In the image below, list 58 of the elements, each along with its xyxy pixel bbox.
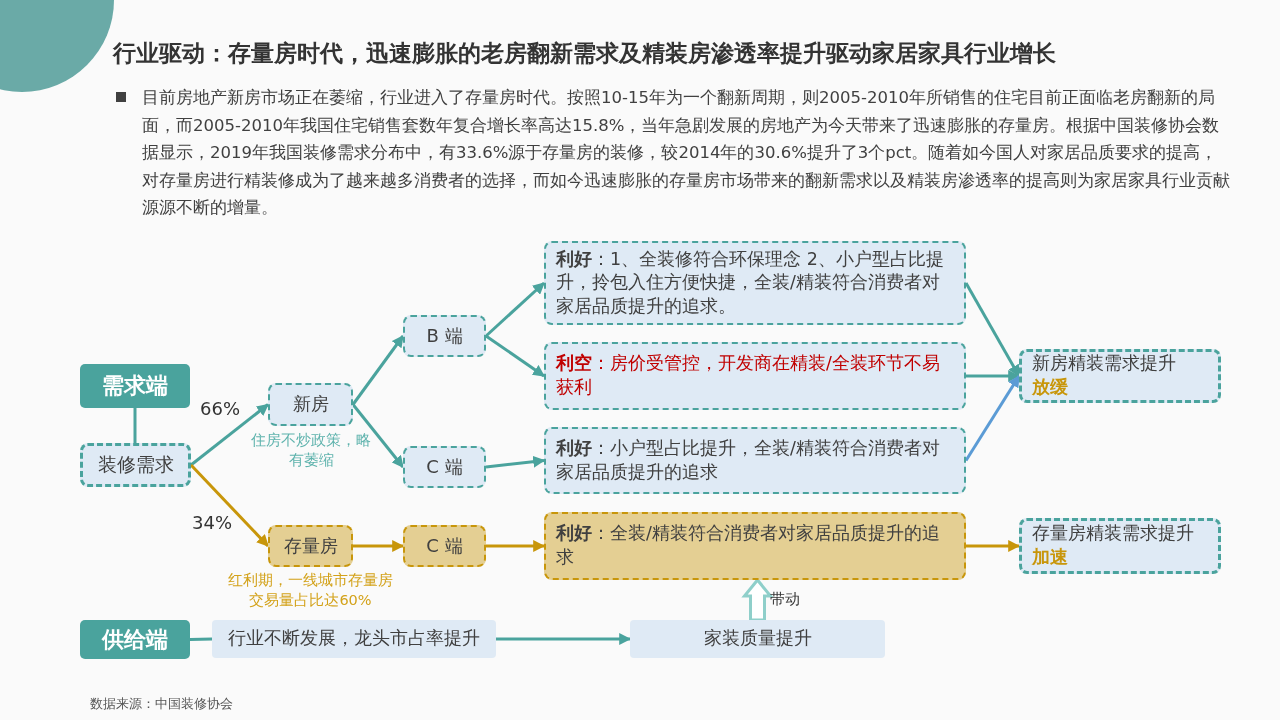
box-text: 新房	[291, 392, 330, 417]
process-box	[403, 446, 486, 488]
box-text: 装修需求	[96, 452, 175, 478]
text-box	[544, 427, 966, 494]
result-box	[1019, 349, 1221, 403]
box-text: 供给端	[100, 625, 169, 654]
side-tag	[80, 620, 190, 659]
status-text: 加速	[1032, 546, 1069, 569]
arrow	[964, 375, 1021, 462]
status-text: 放缓	[1032, 376, 1069, 399]
arrow	[190, 403, 269, 467]
box-text: 家装质量提升	[702, 627, 813, 651]
result-box	[1019, 518, 1221, 574]
connector-line	[189, 637, 213, 641]
process-box	[630, 620, 885, 658]
body-paragraph: 目前房地产新房市场正在萎缩，行业进入了存量房时代。按照10-15年为一个翻新周期，则2005-2010年所销售的住宅目前正面临老房翻新的局面，而2005-2010年我国住宅销售套数年复合增长率高达15.8%，当年急剧发展的房地产为今天带来了迅速膨胀的存量房。根据中国装修协会数据显示，2019年我国装修需求分布中，有33.6%源于存量房的装修，较2014年的30.6%提升了3个pct。随着如今国人对家居品质要求的提高，对存量房进行精装修成为了越来越多消费者的选择，而如今迅速膨胀的存量房市场带来的翻新需求以及精装房渗透率的提高则为家居家具行业贡献源源不断的增量。	[142, 87, 1231, 219]
arrow	[351, 335, 405, 406]
block-arrow	[741, 577, 774, 622]
box-text: C 端	[425, 533, 464, 558]
process-box	[80, 443, 191, 487]
box-text: 新房精装需求提升	[1032, 352, 1177, 376]
source-note: 数据来源：中国装修协会	[90, 695, 234, 713]
side-tag	[80, 364, 190, 408]
process-box	[268, 383, 353, 426]
arrow	[486, 540, 546, 552]
arrow	[351, 403, 405, 468]
box-text: C 端	[425, 454, 464, 479]
arrow	[966, 540, 1021, 552]
arrow	[353, 540, 405, 552]
text-box	[544, 512, 966, 580]
node-caption: 红利期，一线城市存量房交易量占比达60%	[228, 571, 393, 610]
box-text: 存量房精装需求提升	[1032, 522, 1195, 546]
arrow	[964, 282, 1021, 378]
process-box	[403, 525, 486, 567]
process-box	[212, 620, 496, 658]
box-text: 利空：房价受管控，开发商在精装/全装环节不易获利	[556, 352, 941, 399]
text-box	[544, 342, 966, 410]
arrow	[485, 455, 546, 469]
box-text: 存量房	[282, 533, 339, 558]
process-box	[403, 315, 486, 357]
arrow	[189, 463, 270, 548]
edge-label: 34%	[192, 512, 232, 533]
title: 行业驱动：存量房时代，迅速膨胀的老房翻新需求及精装房渗透率提升驱动家居家具行业增长	[113, 39, 1057, 68]
box-text: 利好：1、全装修符合环保理念 2、小户型占比提升，拎包入住方便快捷，全装/精装符合消费者对家居品质提升的追求。	[556, 247, 945, 318]
box-text: 行业不断发展，龙头市占率提升	[227, 627, 481, 651]
arrow	[496, 633, 632, 645]
text-box	[544, 241, 966, 325]
arrow	[485, 281, 545, 338]
box-text: 需求端	[101, 372, 169, 401]
process-box	[268, 525, 353, 567]
box-text: B 端	[425, 323, 464, 348]
connector-line	[133, 408, 137, 443]
edge-label: 66%	[200, 398, 240, 419]
box-text: 利好：小户型占比提升，全装/精装符合消费者对家居品质提升的追求	[556, 436, 941, 484]
arrow	[485, 334, 545, 378]
node-caption: 住房不炒政策，略有萎缩	[250, 431, 372, 470]
edge-label: 带动	[770, 590, 800, 609]
box-text: 利好：全装/精装符合消费者对家居品质提升的追求	[556, 522, 941, 569]
